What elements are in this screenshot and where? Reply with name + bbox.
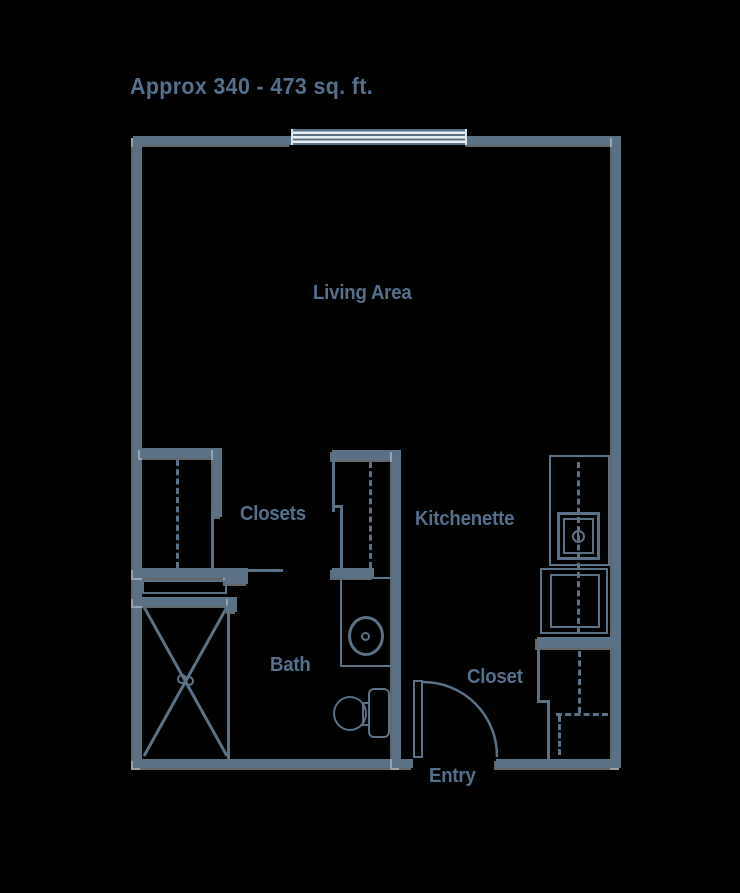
closet-middle-wall-bottom: [332, 568, 374, 578]
closet-br-rod-dashed-line-upper: [578, 651, 581, 713]
entry-door-swing-arc: [422, 680, 499, 758]
hall-wall-bottom: [133, 568, 248, 578]
kitchen-sink-drain: [572, 530, 585, 543]
closet-left-door-tick: [211, 510, 222, 513]
kitchen-sink-inner: [563, 518, 594, 554]
label-bath: Bath: [270, 654, 311, 676]
shower-drain-circle-1: [177, 674, 187, 684]
bathroom-sink: [348, 616, 384, 656]
closet-middle-door-tick: [332, 505, 343, 508]
closet-middle-door-jamb: [340, 508, 343, 570]
kitchen-sink-outer: [557, 512, 600, 560]
closet-left-rod-dashed-line: [176, 460, 179, 568]
kitchenette-closet-divider-wall: [537, 637, 612, 648]
closet-middle-wall-left: [332, 458, 335, 512]
sink-drain: [361, 632, 370, 641]
closet-left-wall-top: [140, 448, 222, 458]
closet-br-door-jamb: [547, 700, 550, 759]
shower-wall-right: [227, 605, 230, 759]
label-closets: Closets: [240, 503, 306, 525]
shower-cross-line-1: [142, 606, 229, 757]
exterior-wall-right: [612, 136, 621, 768]
shower-wall-top: [133, 597, 237, 606]
closet-br-rod-dashed-line-lower: [558, 716, 561, 755]
window: [291, 129, 467, 145]
closet-br-shelf-dashed-line: [556, 713, 608, 716]
plan-title: Approx 340 - 473 sq. ft.: [130, 73, 374, 99]
kitchenette-upper-cabinet-dashed-line: [577, 462, 580, 633]
label-living-area: Living Area: [313, 282, 412, 304]
closet-left-door-jamb: [211, 512, 214, 570]
hall-wall-step: [225, 576, 248, 584]
shower-cross-line-2: [142, 606, 229, 757]
bath-opening-header-line: [248, 569, 283, 572]
shower-wall-corner: [228, 597, 237, 612]
label-kitchenette: Kitchenette: [415, 508, 515, 530]
entry-door-leaf: [413, 680, 423, 758]
exterior-wall-bottom-left: [133, 759, 413, 768]
exterior-wall-bottom-right: [496, 759, 621, 768]
closet-br-door-tick: [538, 700, 550, 703]
toilet-tank: [368, 688, 390, 738]
label-closet: Closet: [467, 666, 523, 688]
label-entry: Entry: [429, 765, 476, 787]
exterior-wall-top-left: [133, 136, 291, 145]
refrigerator-inner: [550, 574, 600, 628]
closet-middle-wall-top: [332, 450, 400, 460]
toilet-bowl: [333, 696, 367, 731]
closet-br-wall-left: [537, 648, 540, 703]
vanity-counter: [340, 577, 397, 667]
closet-middle-rod-dashed-line: [369, 462, 372, 568]
shower-curb: [142, 580, 227, 594]
exterior-wall-top-right: [467, 136, 621, 145]
refrigerator-outer: [540, 568, 608, 634]
shower-drain-circle-2: [184, 676, 194, 686]
exterior-wall-left: [133, 136, 142, 768]
closet-left-wall-right: [213, 448, 222, 517]
